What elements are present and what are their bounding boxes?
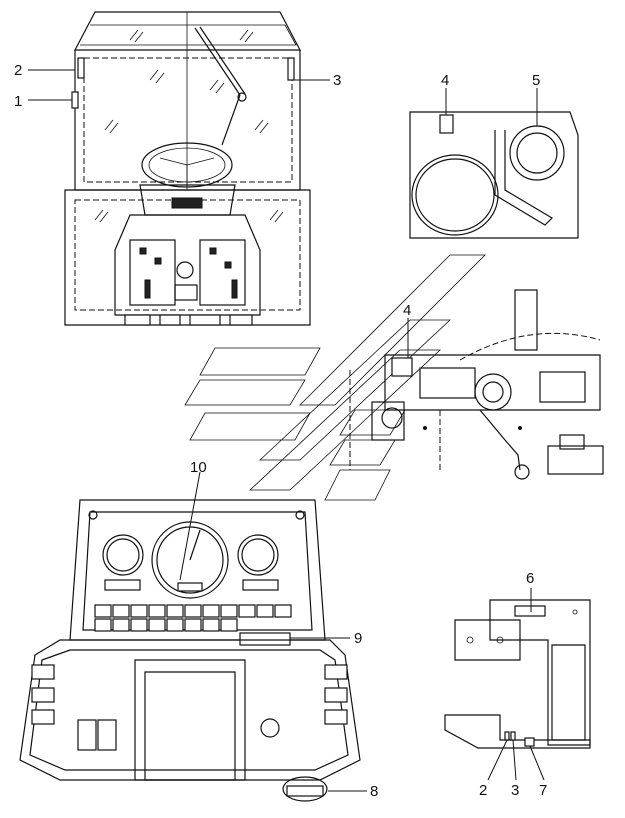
- callout-3-frame: 3: [511, 782, 519, 799]
- indicator-row: [94, 604, 292, 632]
- callout-9: 9: [354, 630, 362, 647]
- callout-10: 10: [190, 459, 207, 476]
- callout-7: 7: [539, 782, 547, 799]
- callout-4-engine: 4: [403, 302, 411, 319]
- watermark-logo: [184, 254, 486, 501]
- callout-8: 8: [370, 783, 378, 800]
- callout-5: 5: [532, 72, 540, 89]
- callout-6: 6: [526, 570, 534, 587]
- callout-1: 1: [14, 93, 22, 110]
- detail-view-4-5: [409, 111, 579, 239]
- cab-view: [64, 11, 311, 326]
- dashboard-view: [19, 499, 361, 802]
- callout-3: 3: [333, 72, 341, 89]
- callout-2-frame: 2: [479, 782, 487, 799]
- callout-2: 2: [14, 62, 22, 79]
- callout-4-top: 4: [441, 72, 449, 89]
- frame-detail: [444, 599, 591, 749]
- engine-detail: [349, 289, 604, 480]
